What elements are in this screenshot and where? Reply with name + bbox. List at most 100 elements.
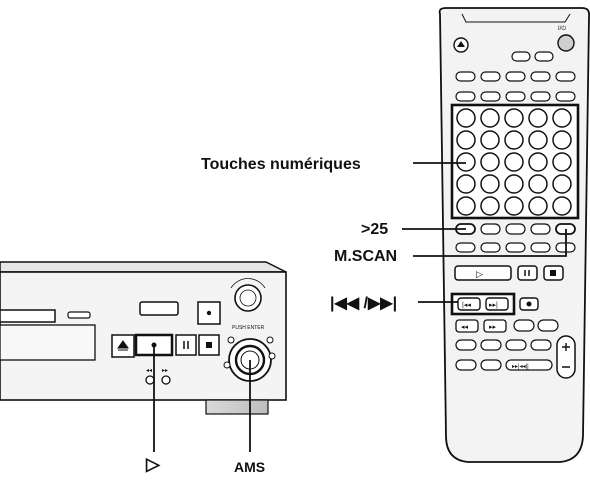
deck-skip-fwd-button[interactable]	[161, 375, 171, 385]
numeric-key[interactable]	[552, 152, 572, 172]
prev-icon: |◂◂	[462, 302, 471, 309]
remote-btn[interactable]	[455, 242, 476, 253]
stop-icon	[206, 342, 212, 348]
level-scale	[230, 278, 266, 289]
remote-ff-button[interactable]	[483, 319, 507, 333]
remote-btn[interactable]	[480, 242, 501, 253]
remote-btn[interactable]	[530, 71, 551, 82]
remote-btn[interactable]	[505, 91, 526, 102]
deck-foot	[205, 399, 269, 415]
numeric-key[interactable]	[552, 196, 572, 216]
ams-side-button-4[interactable]	[223, 361, 231, 369]
remote-stop-icon	[550, 270, 556, 276]
deck-skip-back-button[interactable]	[145, 375, 155, 385]
numeric-key[interactable]	[456, 130, 476, 150]
numeric-key[interactable]	[456, 108, 476, 128]
numeric-key[interactable]	[504, 196, 524, 216]
small-transport-mark: ▸▸|◂◂||	[512, 364, 529, 370]
numeric-key[interactable]	[552, 108, 572, 128]
numeric-key[interactable]	[528, 152, 548, 172]
ams-side-button-2[interactable]	[266, 336, 274, 344]
remote-btn[interactable]	[455, 359, 477, 371]
remote-play-icon: ▷	[476, 269, 483, 279]
deck-upper-button[interactable]	[139, 301, 179, 316]
numeric-key[interactable]	[456, 196, 476, 216]
remote-btn[interactable]	[505, 71, 526, 82]
numeric-key[interactable]	[480, 152, 500, 172]
remote-btn[interactable]	[455, 71, 476, 82]
remote-btn[interactable]	[530, 242, 551, 253]
remote-power-button[interactable]	[557, 34, 575, 52]
skip-label: |◀◀ /▶▶|	[330, 295, 397, 312]
remote-oval-row-3	[455, 223, 576, 235]
power-mark: I/⏻	[558, 25, 566, 32]
numeric-key[interactable]	[456, 152, 476, 172]
small-indicator	[67, 311, 91, 319]
remote-btn[interactable]	[480, 91, 501, 102]
numeric-key[interactable]	[528, 174, 548, 194]
remote-next-button[interactable]	[485, 297, 509, 311]
numeric-key[interactable]	[456, 174, 476, 194]
remote-control: I/⏻	[438, 7, 590, 463]
remote-btn[interactable]	[513, 319, 535, 332]
numeric-key[interactable]	[504, 152, 524, 172]
remote-btn[interactable]	[530, 223, 551, 235]
deck-pause-button[interactable]	[175, 334, 197, 356]
numeric-key[interactable]	[480, 196, 500, 216]
numeric-key[interactable]	[480, 130, 500, 150]
remote-btn[interactable]	[530, 91, 551, 102]
numeric-key[interactable]	[504, 174, 524, 194]
remote-btn[interactable]	[480, 71, 501, 82]
numeric-key[interactable]	[528, 130, 548, 150]
remote-btn[interactable]	[455, 339, 477, 351]
remote-btn[interactable]	[480, 359, 502, 371]
remote-btn[interactable]	[505, 223, 526, 235]
remote-pause-icon	[524, 270, 530, 276]
deck-top	[0, 261, 287, 273]
rew-icon: ◂◂	[461, 324, 469, 331]
ams-side-button-1[interactable]	[227, 336, 235, 344]
numeric-key[interactable]	[480, 108, 500, 128]
gt25-label: >25	[361, 221, 388, 238]
remote-btn[interactable]	[455, 91, 476, 102]
ff-icon: ▸▸	[489, 324, 497, 331]
remote-btn[interactable]	[537, 319, 559, 332]
remote-btn[interactable]	[530, 339, 552, 351]
numeric-key[interactable]	[504, 108, 524, 128]
numeric-key[interactable]	[528, 108, 548, 128]
numeric-key[interactable]	[504, 130, 524, 150]
remote-eject-icon	[457, 41, 465, 47]
skip-back-mark: ◂◂	[146, 368, 152, 374]
remote-pause-button[interactable]	[517, 265, 538, 281]
remote-btn[interactable]	[534, 51, 554, 62]
remote-btn[interactable]	[511, 51, 531, 62]
ams-side-button-3[interactable]	[268, 352, 276, 360]
deck: ◂◂ ▸▸ PUSH ENTER	[0, 261, 287, 415]
remote-btn[interactable]	[505, 359, 553, 371]
ams-caption: PUSH ENTER	[232, 325, 265, 331]
numeric-keys-label: Touches numériques	[201, 156, 361, 173]
remote-rew-button[interactable]	[455, 319, 479, 333]
remote-oval-row-4	[455, 242, 576, 253]
mscan-label: M.SCAN	[334, 248, 397, 265]
remote-btn[interactable]	[480, 339, 502, 351]
remote-btn[interactable]	[555, 91, 576, 102]
remote-btn[interactable]	[505, 339, 527, 351]
remote-btn[interactable]	[505, 242, 526, 253]
remote-ir-window	[461, 13, 571, 23]
numeric-key[interactable]	[528, 196, 548, 216]
level-knob[interactable]	[234, 284, 262, 312]
volume-rocker[interactable]	[556, 335, 576, 379]
remote-play-button[interactable]	[454, 265, 512, 281]
disc-slot	[0, 309, 56, 323]
numeric-key[interactable]	[552, 174, 572, 194]
remote-btn[interactable]	[480, 223, 501, 235]
remote-prev-button[interactable]	[457, 297, 481, 311]
skip-fwd-mark: ▸▸	[162, 368, 168, 374]
numeric-key[interactable]	[480, 174, 500, 194]
ams-label: AMS	[234, 459, 265, 475]
mscan-callout-line	[413, 229, 567, 257]
remote-btn[interactable]	[555, 71, 576, 82]
numeric-key[interactable]	[552, 130, 572, 150]
